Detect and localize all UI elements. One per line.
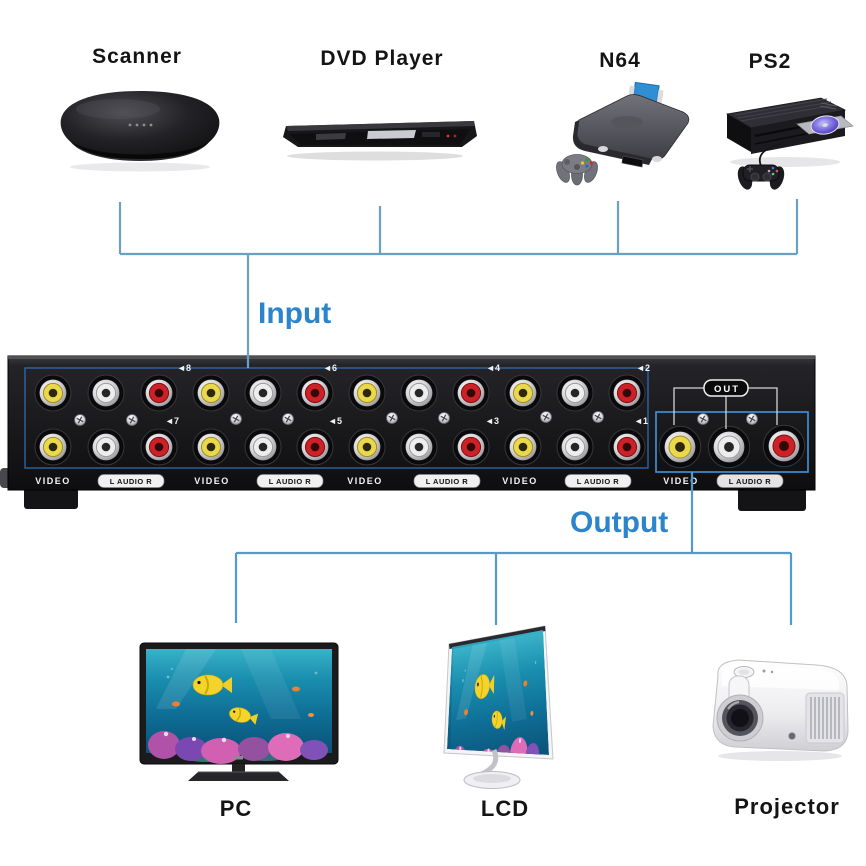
panel-screw <box>282 413 294 425</box>
rca-jack-audio-right <box>452 428 490 466</box>
rca-jack-audio-right <box>452 374 490 412</box>
rca-jack-audio-left <box>556 428 594 466</box>
rca-jack-audio-right <box>296 374 334 412</box>
input-device-label-dvd: DVD Player <box>320 47 444 70</box>
input-device-label-scanner: Scanner <box>92 45 182 68</box>
panel-screw <box>697 413 709 425</box>
pc-monitor-image <box>139 642 339 781</box>
scanner-led-dots <box>128 123 153 127</box>
input-device-label-n64: N64 <box>599 49 641 72</box>
ps2-disc <box>810 115 840 135</box>
panel-screw <box>746 413 758 425</box>
panel-screw <box>230 413 242 425</box>
pc-stand-neck <box>232 764 245 772</box>
audio-label: L AUDIO R <box>577 477 620 486</box>
n64-console-image <box>556 81 690 186</box>
rca-jack-video <box>348 428 386 466</box>
channel-4-label: ◄4 <box>486 363 500 373</box>
channel-5-label: ◄5 <box>328 416 342 426</box>
scanner-reflection <box>70 162 210 172</box>
video-label: VIDEO <box>663 476 699 486</box>
output-device-label-lcd: LCD <box>480 796 530 821</box>
panel-screw <box>592 411 604 423</box>
ps2-controller <box>737 143 785 190</box>
out-bracket-lines <box>673 387 778 429</box>
lcd-monitor-image <box>443 625 554 789</box>
channel-6-label: ◄6 <box>323 363 337 373</box>
input-section-frame <box>24 367 649 469</box>
video-label: VIDEO <box>347 476 383 486</box>
rca-jack-video <box>504 374 542 412</box>
panel-screw <box>386 412 398 424</box>
rca-jack-audio-left <box>244 428 282 466</box>
rca-jack-audio-right <box>140 428 178 466</box>
rca-jack-audio-left <box>400 428 438 466</box>
rca-jack-audio-left <box>87 428 125 466</box>
out-label: OUT <box>714 384 740 395</box>
audio-label: L AUDIO R <box>426 477 469 486</box>
audio-label: L AUDIO R <box>269 477 312 486</box>
rca-jack-audio-right <box>608 428 646 466</box>
rca-jack-audio-left <box>556 374 594 412</box>
rca-jack-video <box>34 374 72 412</box>
scanner-image <box>60 91 220 172</box>
n64-controller <box>556 154 598 186</box>
input-device-label-ps2: PS2 <box>748 50 792 73</box>
projector-lens <box>716 694 764 742</box>
panel-screw <box>438 412 450 424</box>
panel-foot-left <box>24 488 78 509</box>
rca-jack-audio-left <box>400 374 438 412</box>
channel-1-label: ◄1 <box>634 416 648 426</box>
channel-3-label: ◄3 <box>485 416 499 426</box>
channel-2-label: ◄2 <box>636 363 650 373</box>
rca-jack-audio-left <box>707 425 751 469</box>
rca-jack-audio-left <box>87 374 125 412</box>
video-label: VIDEO <box>194 476 230 486</box>
out-label-box <box>703 379 749 397</box>
rca-jack-video <box>34 428 72 466</box>
audio-label: L AUDIO R <box>110 477 153 486</box>
pc-stand-base <box>188 772 289 781</box>
channel-7-label: ◄7 <box>165 416 179 426</box>
panel-screw <box>126 414 138 426</box>
rca-jack-audio-right <box>762 424 806 468</box>
dvd-led <box>446 134 450 138</box>
rca-jack-video <box>504 428 542 466</box>
rca-jack-audio-left <box>244 374 282 412</box>
rca-jack-video <box>192 374 230 412</box>
rca-jack-audio-right <box>296 428 334 466</box>
rca-jack-audio-right <box>608 374 646 412</box>
projector-image <box>712 659 849 761</box>
audio-label: L AUDIO R <box>729 477 772 486</box>
jacks-layer <box>34 374 806 469</box>
panel-screw <box>540 411 552 423</box>
dvd-tray <box>367 130 416 139</box>
output-device-label-pc: PC <box>219 796 253 821</box>
video-label: VIDEO <box>35 476 71 486</box>
rca-jack-video <box>192 428 230 466</box>
ps2-console-image <box>725 97 854 190</box>
dvd-player-image <box>283 121 477 161</box>
panel-screw <box>74 414 86 426</box>
scanner-body <box>60 91 220 159</box>
channel-8-label: ◄8 <box>177 363 191 373</box>
lcd-screen <box>447 630 549 755</box>
rca-jack-video <box>658 425 702 469</box>
rca-jack-video <box>348 374 386 412</box>
video-label: VIDEO <box>502 476 538 486</box>
rca-jack-audio-right <box>140 374 178 412</box>
output-device-label-projector: Projector <box>734 794 840 819</box>
